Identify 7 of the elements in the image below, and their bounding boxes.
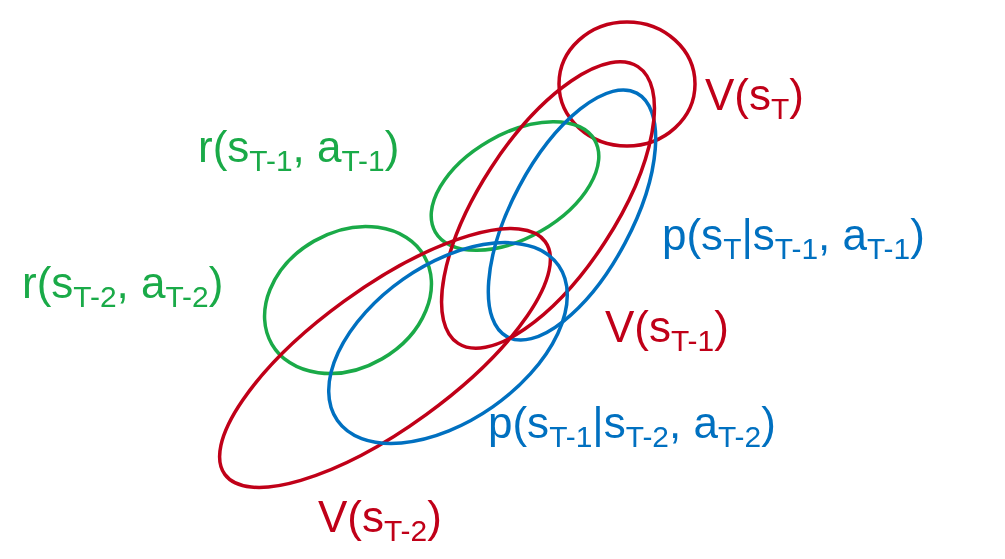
formula-label: V(s$_{T-1}$) <box>605 302 729 359</box>
formula-label: V(s$_{T}$) <box>705 70 804 127</box>
formula-label: r(s$_{T-2}$, a$_{T-2}$) <box>22 258 224 315</box>
formula-label: r(s$_{T-1}$, a$_{T-1}$) <box>198 122 400 179</box>
formula-label: p(s$_{T-1}$|s$_{T-2}$, a$_{T-2}$) <box>488 398 776 455</box>
formula-label: V(s$_{T-2}$) <box>318 492 442 549</box>
formula-label: p(s$_{T}$|s$_{T-1}$, a$_{T-1}$) <box>662 210 925 267</box>
